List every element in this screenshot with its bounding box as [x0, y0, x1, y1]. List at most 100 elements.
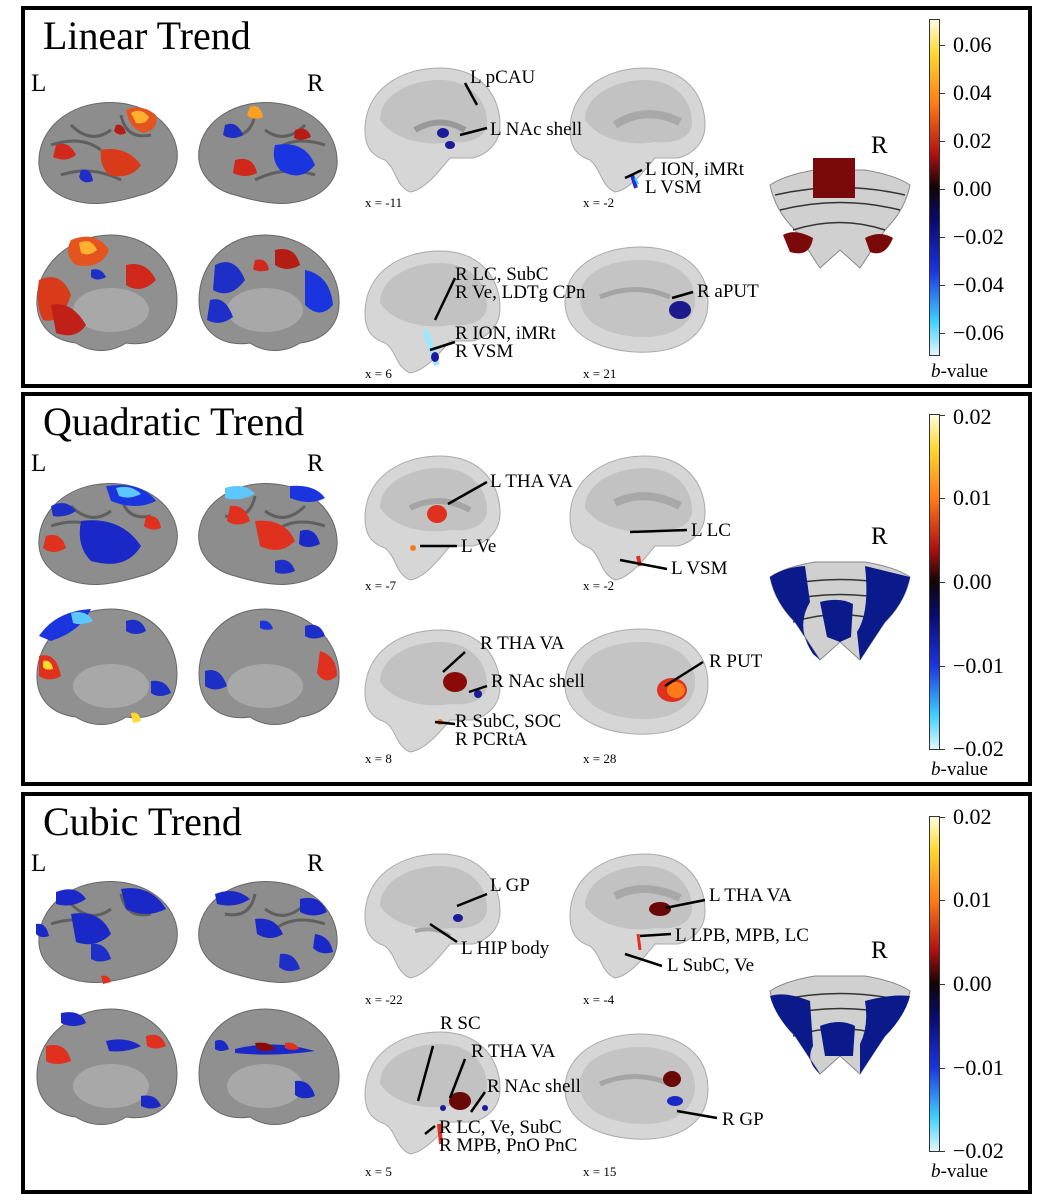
colorbar-tick-label: 0.00	[953, 569, 992, 594]
cerebellum-flatmap	[765, 150, 915, 275]
colorbar-tick-label: −0.02	[953, 224, 1004, 249]
right-lateral-cortex	[195, 476, 345, 591]
colorbar-tick-label: −0.02	[953, 736, 1004, 761]
cerebellum-side-label: R	[871, 937, 888, 964]
right-hemisphere-label: R	[307, 450, 324, 477]
sagittal-slice-1	[355, 846, 505, 981]
region-label: R VSM	[455, 341, 514, 362]
slice-coordinate: x = 8	[365, 751, 392, 766]
sagittal-slice-2	[560, 60, 710, 195]
region-label: L pCAU	[470, 67, 536, 88]
region-label: R THA VA	[471, 1041, 556, 1062]
region-label: L ION, iMRt	[645, 159, 745, 180]
region-label: R SubC, SOC	[455, 711, 562, 732]
colorbar-tick-label: −0.06	[953, 320, 1004, 345]
colorbar-tick	[940, 189, 945, 190]
left-lateral-cortex	[31, 874, 181, 989]
sagittal-slice-4	[560, 242, 710, 362]
region-label: L VSM	[671, 558, 728, 579]
sagittal-slice-2	[560, 846, 710, 981]
colorbar-tick	[940, 666, 945, 667]
colorbar-tick	[940, 1151, 945, 1152]
left-hemisphere-label: L	[31, 70, 47, 97]
colorbar-tick	[940, 415, 945, 416]
colorbar-tick-label: −0.04	[953, 272, 1004, 297]
colorbar-tick-label: 0.02	[953, 804, 992, 829]
region-label: R SC	[440, 1013, 481, 1034]
colorbar-tick-label: 0.00	[953, 971, 992, 996]
sagittal-slice-2	[560, 448, 710, 583]
left-hemisphere-label: L	[31, 450, 47, 477]
slice-coordinate: x = 28	[583, 751, 617, 766]
colorbar-tick	[940, 900, 945, 901]
colorbar-tick-label: 0.01	[953, 887, 992, 912]
right-medial-cortex	[195, 225, 345, 360]
right-hemisphere-label: R	[307, 850, 324, 877]
cerebellum-side-label: R	[871, 132, 888, 159]
colorbar-tick	[940, 285, 945, 286]
colorbar-tick	[940, 498, 945, 499]
region-label: L SubC, Ve	[667, 955, 755, 976]
slice-coordinate: x = -4	[583, 992, 615, 1007]
right-hemisphere-label: R	[307, 70, 324, 97]
colorbar-tick	[940, 141, 945, 142]
colorbar-tick	[940, 1068, 945, 1069]
right-lateral-cortex	[195, 874, 345, 989]
region-label: R Ve, LDTg CPn	[455, 282, 586, 303]
colorbar-tick	[940, 582, 945, 583]
linear-trend-panel: Linear Trend L R	[21, 6, 1032, 388]
colorbar-tick-label: −0.01	[953, 1055, 1004, 1080]
colorbar-unit-label: b-value	[931, 1161, 988, 1182]
slice-coordinate: x = -7	[365, 578, 397, 593]
colorbar-tick	[940, 237, 945, 238]
region-label: L Ve	[461, 536, 497, 557]
slice-coordinate: x = -2	[583, 578, 615, 593]
leader-lines	[416, 892, 718, 1135]
region-label: L THA VA	[709, 885, 792, 906]
slice-coordinate: x = 6	[365, 366, 392, 381]
colorbar-unit-label: b-value	[931, 759, 988, 780]
slice-coordinate: x = 15	[583, 1164, 617, 1179]
colorbar-tick-label: 0.02	[953, 404, 992, 429]
cerebellum-side-label: R	[871, 523, 888, 550]
colorbar-tick-label: 0.04	[953, 80, 992, 105]
cubic-trend-panel: Cubic Trend L R	[21, 792, 1032, 1194]
colorbar-unit-label: b-value	[931, 361, 988, 382]
colorbar	[929, 19, 940, 356]
sagittal-slice-1	[355, 60, 505, 195]
colorbar-tick-label: 0.00	[953, 176, 992, 201]
left-medial-cortex	[31, 1001, 181, 1131]
leader-lines	[429, 82, 694, 352]
left-medial-cortex	[31, 225, 181, 360]
region-label: L VSM	[645, 177, 702, 198]
region-label: L HIP body	[461, 938, 550, 959]
right-lateral-cortex	[195, 95, 345, 210]
sagittal-slice-4	[560, 624, 710, 744]
panel-title: Cubic Trend	[43, 799, 242, 844]
region-label: R ION, iMRt	[455, 323, 556, 344]
region-label: R NAc shell	[491, 671, 585, 692]
slice-coordinate: x = -22	[365, 992, 403, 1007]
colorbar-tick-label: 0.01	[953, 485, 992, 510]
region-label: R aPUT	[697, 281, 759, 302]
slice-coordinate: x = -2	[583, 195, 615, 210]
colorbar	[929, 414, 940, 750]
colorbar-tick	[940, 817, 945, 818]
left-hemisphere-label: L	[31, 850, 47, 877]
sagittal-slice-4	[560, 1029, 710, 1154]
region-label: R MPB, PnO PnC	[439, 1135, 578, 1156]
colorbar-tick-label: 0.06	[953, 32, 992, 57]
region-label: L LC	[691, 520, 731, 541]
cerebellum-flatmap	[765, 542, 915, 667]
slice-coordinate: x = 21	[583, 366, 617, 381]
leader-lines	[420, 480, 704, 726]
slice-coordinate: x = 5	[365, 1164, 392, 1179]
quadratic-trend-panel: Quadratic Trend L R	[21, 392, 1032, 786]
panel-title: Quadratic Trend	[43, 399, 305, 444]
colorbar-tick-label: 0.02	[953, 128, 992, 153]
sagittal-slice-3	[355, 624, 505, 754]
region-label: L NAc shell	[490, 119, 583, 140]
colorbar-tick-label: −0.01	[953, 653, 1004, 678]
sagittal-slice-1	[355, 448, 505, 583]
sagittal-slice-3	[355, 1026, 505, 1161]
